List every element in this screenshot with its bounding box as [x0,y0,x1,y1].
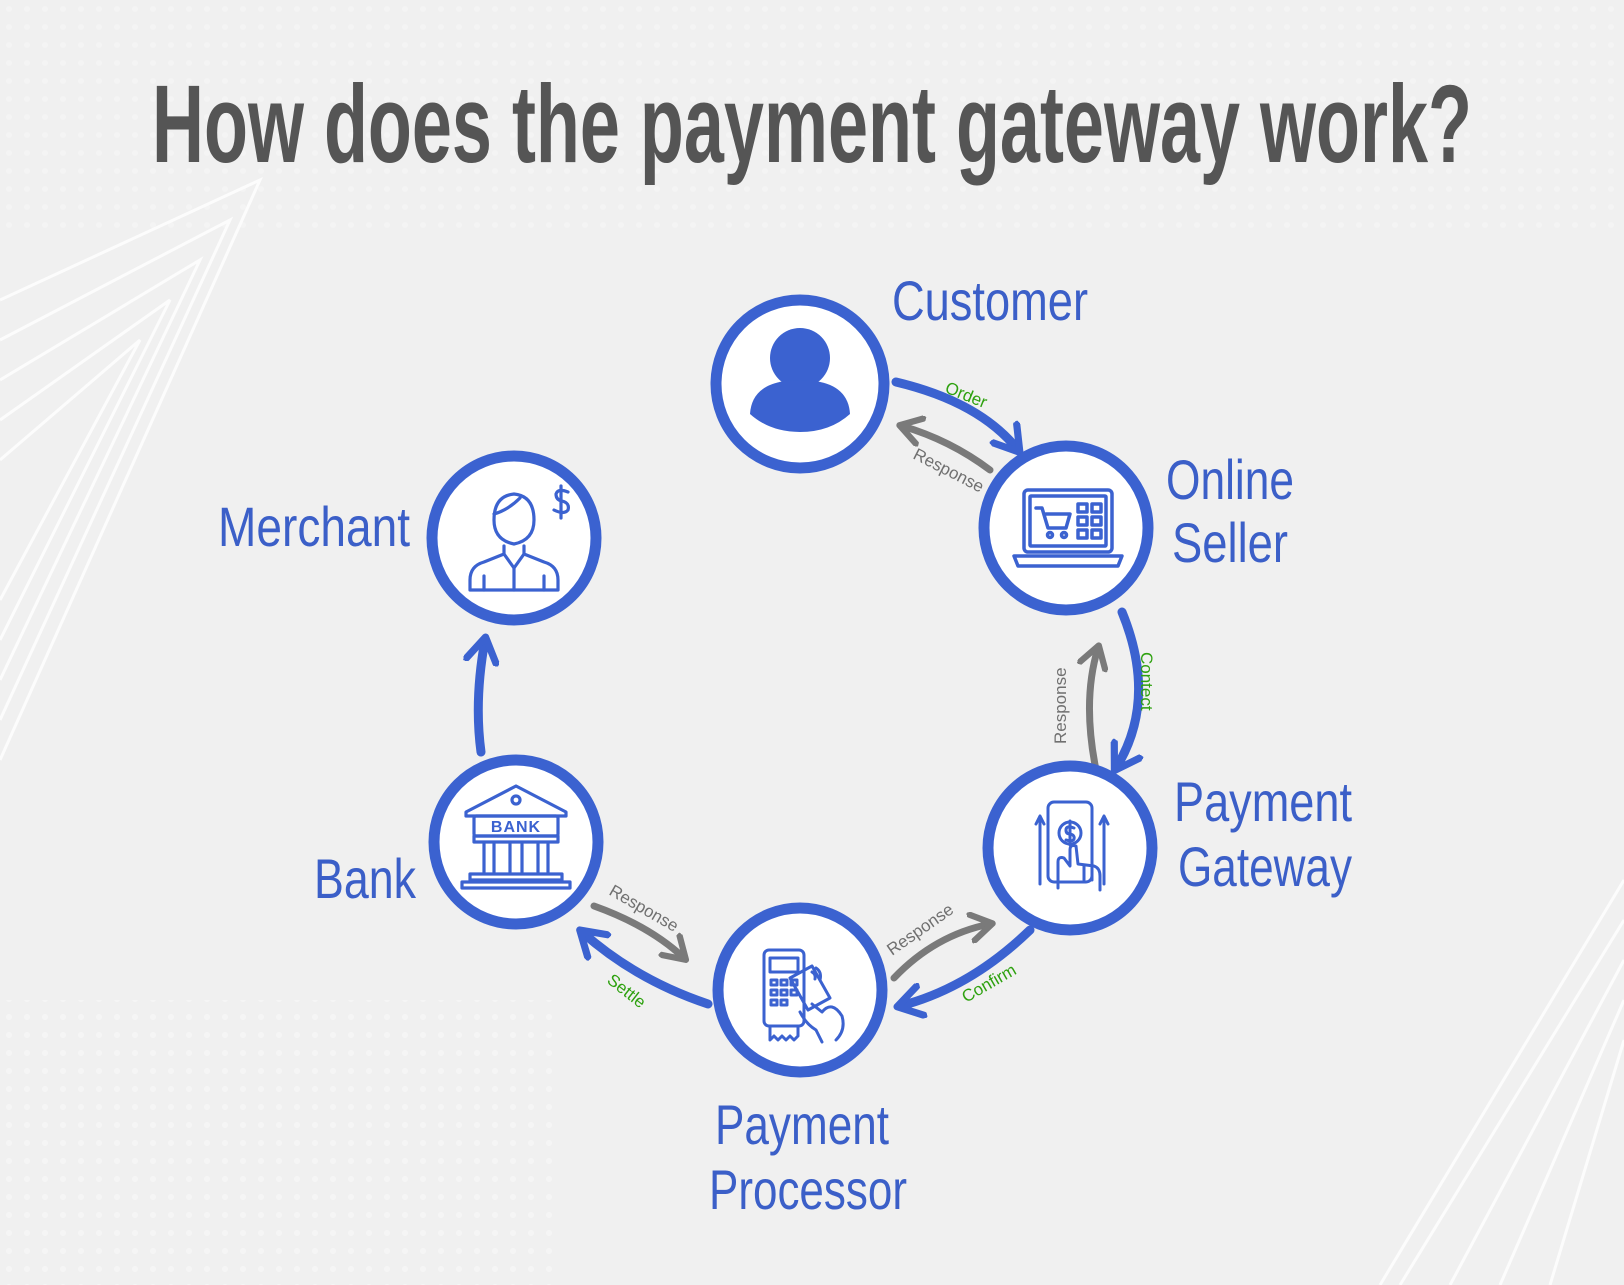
bank-icon [460,784,572,890]
node-online-seller [978,440,1154,616]
bank-icon-text: BANK [491,819,541,836]
order-arrow [891,377,1018,450]
bank-label: Bank [314,847,417,910]
card-terminal-icon [762,948,845,1044]
response-arrow-processor-to-gateway [890,924,990,982]
node-payment-gateway [982,760,1158,936]
phone-dollar-icon [1034,800,1110,892]
node-bank: BANK [428,754,604,930]
response-arrow-gateway-to-seller [1089,648,1098,774]
bank-to-merchant-arrow [478,640,485,757]
node-merchant [426,450,602,626]
node-customer [710,294,890,474]
merchant-icon [468,484,570,592]
settle-arrow [582,932,713,1009]
laptop-cart-icon [1012,488,1124,568]
payment-processor-label-line1: Payment [715,1093,889,1156]
merchant-label: Merchant [218,495,410,558]
response-arrow-seller-to-customer [902,426,994,474]
node-payment-processor [712,902,888,1078]
contect-arrow [1116,607,1139,768]
online-seller-label-line1: Online [1166,448,1294,511]
response-edge-label-seller: Response [1051,667,1070,744]
customer-label: Customer [892,269,1088,332]
payment-gateway-label-line2: Gateway [1178,835,1352,898]
payment-gateway-label-line1: Payment [1174,770,1352,833]
payment-processor-label-line2: Processor [709,1158,907,1221]
response-arrow-bank-to-processor [590,902,684,958]
page-title: How does the payment gateway work? [152,63,1472,186]
connectors [478,377,1139,1009]
confirm-arrow [900,925,1035,1006]
contect-edge-label: Contect [1137,652,1156,711]
online-seller-label-line2: Seller [1172,511,1288,574]
user-icon [750,328,850,432]
